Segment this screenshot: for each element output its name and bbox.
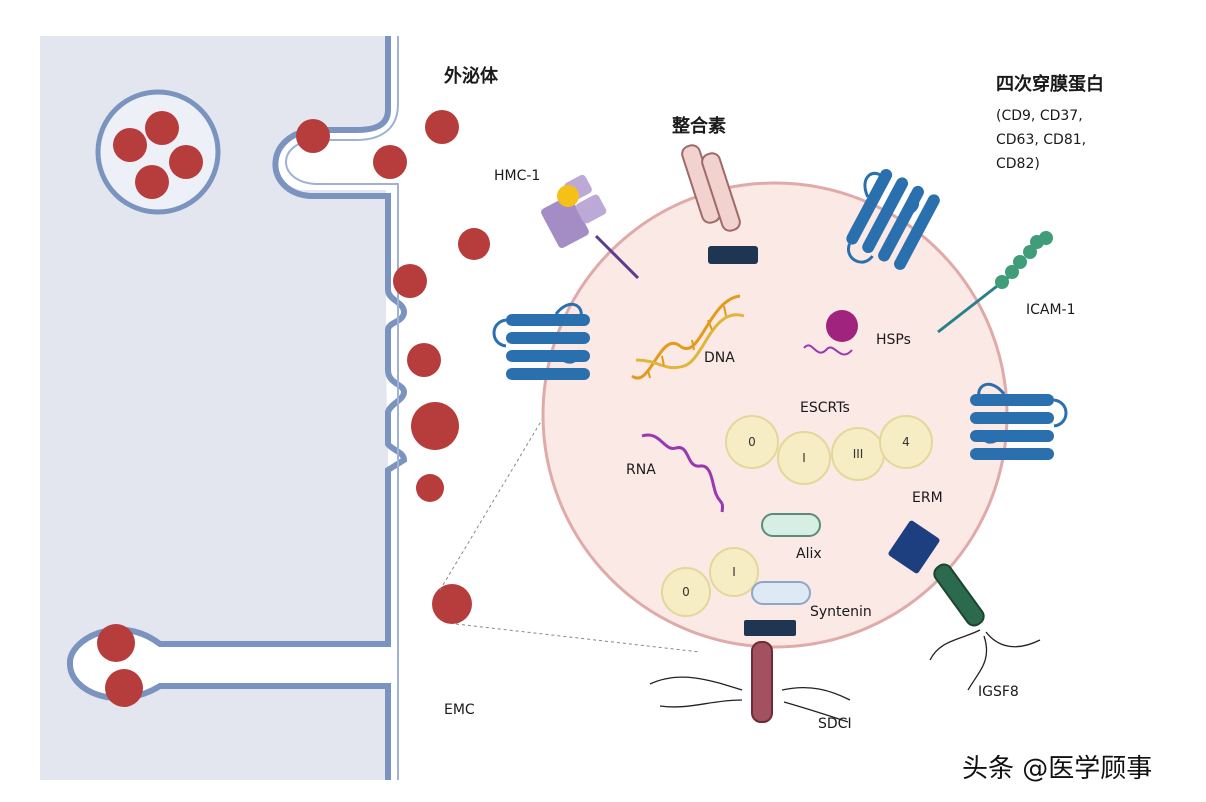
hsp-protein — [803, 310, 858, 356]
escrt-ring-label-3: 4 — [902, 435, 910, 449]
label-igsf8: IGSF8 — [978, 684, 1019, 700]
syntenin-protein — [751, 581, 811, 605]
label-hmc1: HMC-1 — [494, 168, 541, 184]
rna-strand — [641, 433, 724, 513]
label-rna: RNA — [626, 462, 656, 478]
syntenin-ring-1 — [709, 547, 759, 597]
integrin-anchor — [708, 246, 758, 264]
tetraspanin-right — [968, 382, 1068, 462]
label-tetraspanin-title: 四次穿膜蛋白 — [996, 74, 1104, 95]
label-erm: ERM — [912, 490, 943, 506]
syntenin-anchor — [744, 620, 796, 636]
syntenin-ring-label-1: I — [732, 565, 736, 579]
label-exosome: 外泌体 — [444, 66, 498, 87]
label-integrin: 整合素 — [672, 116, 726, 137]
syntenin-rings: 0I — [661, 547, 759, 617]
watermark: 头条 @医学顾事 — [962, 754, 1153, 784]
escrt-ring-label-2: III — [853, 447, 864, 461]
tetraspanin-left — [492, 302, 592, 382]
label-sdci: SDCI — [818, 716, 852, 732]
escrt-ring-0 — [725, 415, 779, 469]
label-dna: DNA — [704, 350, 735, 366]
igsf8-protein — [929, 563, 1041, 691]
syntenin-ring-label-0: 0 — [682, 585, 690, 599]
intraluminal-vesicles-bottom — [97, 624, 143, 707]
label-tetraspanin-list: (CD9, CD37, CD63, CD81, CD82) — [996, 108, 1087, 172]
label-emc: EMC — [444, 702, 475, 718]
released-exosomes — [296, 110, 490, 624]
label-hsps: HSPs — [876, 332, 911, 348]
syndecan — [649, 641, 851, 723]
label-syntenin: Syntenin — [810, 604, 872, 620]
syntenin-ring-0 — [661, 567, 711, 617]
plasma-membrane — [67, 36, 408, 780]
label-icam1: ICAM-1 — [1026, 302, 1076, 318]
escrt-ring-1 — [777, 431, 831, 485]
erm-protein — [888, 520, 940, 574]
alix-protein — [761, 513, 821, 537]
label-alix: Alix — [796, 546, 822, 562]
dna-helix — [631, 294, 745, 380]
escrt-ring-label-0: 0 — [748, 435, 756, 449]
escrt-ring-3 — [879, 415, 933, 469]
escrt-ring-label-1: I — [802, 451, 806, 465]
hmc1-ligand — [557, 185, 579, 207]
parent-cell — [40, 36, 388, 780]
label-escrts: ESCRTs — [800, 400, 850, 416]
multivesicular-body-top — [95, 89, 221, 215]
intraluminal-vesicles-top — [113, 111, 203, 199]
integrin — [681, 144, 758, 264]
icam1-protein — [937, 231, 1053, 334]
hmc1-protein — [541, 174, 640, 280]
